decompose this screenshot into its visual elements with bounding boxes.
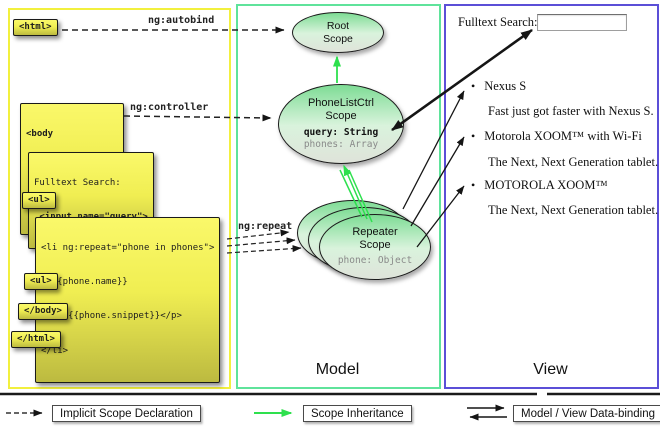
code-line: Fulltext Search: xyxy=(34,177,121,188)
repeater-title-line: Scope xyxy=(359,239,391,252)
scope-property-phone: phone: Object xyxy=(337,255,413,267)
view-item-title: • Nexus S xyxy=(471,79,526,94)
code-line: <body xyxy=(26,128,54,139)
bullet-icon: • xyxy=(471,79,476,93)
bullet-icon: • xyxy=(471,129,476,143)
code-line: {{phone.name}} xyxy=(41,277,128,288)
ng-autobind-label: ng:autobind xyxy=(148,15,215,26)
model-column-frame xyxy=(236,4,441,389)
scope-property-phones: phones: Array xyxy=(303,138,379,150)
legend-model-view-data-binding: Model / View Data-binding xyxy=(513,405,660,422)
phonelistctrl-title-line: PhoneListCtrl xyxy=(307,96,375,109)
fulltext-search-input xyxy=(537,14,627,31)
scope-property-query: query: String xyxy=(303,126,379,138)
repeater-title-line: Repeater xyxy=(352,226,398,239)
code-line: <li ng:repeat="phone in phones"> xyxy=(41,242,215,253)
root-scope-title-line: Root xyxy=(326,20,350,33)
code-box-html-open: <html> xyxy=(13,19,58,37)
model-column-label: Model xyxy=(315,361,360,378)
ng-controller-label: ng:controller xyxy=(130,102,209,113)
code-line: <p>{{phone.snippet}}</p> xyxy=(41,311,182,322)
view-item-title: • Motorola XOOM™ with Wi-Fi xyxy=(471,129,642,144)
phonelistctrl-scope-ellipse: PhoneListCtrl Scope query: String phones… xyxy=(278,84,404,164)
view-item-desc: The Next, Next Generation tablet. xyxy=(488,155,659,169)
legend-implicit-scope-declaration: Implicit Scope Declaration xyxy=(52,405,201,422)
view-item-title: • MOTOROLA XOOM™ xyxy=(471,178,608,193)
ng-repeat-label: ng:repeat xyxy=(238,221,293,232)
code-box-html-close: </html> xyxy=(11,331,61,349)
view-item-title-text: Nexus S xyxy=(484,79,527,93)
code-line: </li> xyxy=(41,345,69,356)
root-scope-title-line: Scope xyxy=(323,32,353,45)
legend-scope-inheritance: Scope Inheritance xyxy=(303,405,412,422)
bullet-icon: • xyxy=(471,178,476,192)
repeater-scope-ellipse-front: Repeater Scope phone: Object xyxy=(319,214,431,280)
root-scope-ellipse: Root Scope xyxy=(292,12,384,53)
view-item-title-text: MOTOROLA XOOM™ xyxy=(484,178,608,192)
view-item-title-text: Motorola XOOM™ with Wi-Fi xyxy=(484,129,642,143)
view-column-label: View xyxy=(533,361,568,378)
view-item-desc: Fast just got faster with Nexus S. xyxy=(488,104,654,118)
view-search-label: Fulltext Search: xyxy=(458,15,538,29)
view-column-frame xyxy=(444,4,659,389)
phonelistctrl-title-line: Scope xyxy=(325,109,357,122)
code-box-body-close: </body> xyxy=(18,303,68,321)
code-box-ul-close: <ul> xyxy=(24,273,58,291)
view-item-desc: The Next, Next Generation tablet. xyxy=(488,203,659,217)
code-box-ul-open: <ul> xyxy=(22,192,56,210)
code-box-li-repeat: <li ng:repeat="phone in phones"> {{phone… xyxy=(35,217,221,383)
